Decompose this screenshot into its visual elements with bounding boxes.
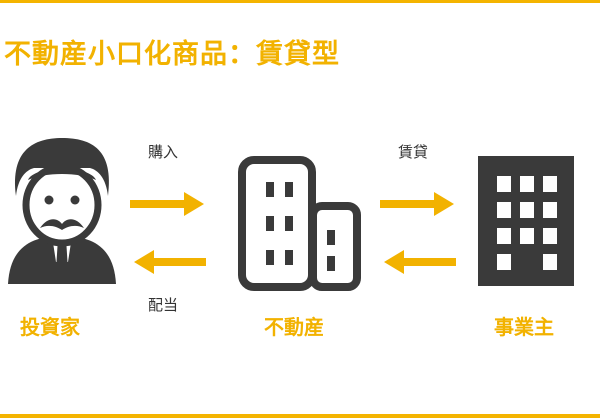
return-arrow bbox=[384, 250, 456, 274]
investor-label: 投資家 bbox=[20, 315, 80, 339]
business-building-icon bbox=[478, 156, 574, 286]
lease-label: 賃貸 bbox=[398, 143, 429, 161]
purchase-label: 購入 bbox=[148, 143, 179, 161]
purchase-arrow bbox=[130, 192, 204, 216]
real-estate-buildings-icon bbox=[238, 156, 361, 291]
bottom-border bbox=[0, 414, 600, 418]
top-border bbox=[0, 0, 600, 3]
diagram-title: 不動産小口化商品：賃貸型 bbox=[4, 39, 340, 70]
property-label: 不動産 bbox=[264, 315, 324, 339]
lease-arrow bbox=[380, 192, 454, 216]
investor-person-icon bbox=[8, 138, 116, 284]
operator-label: 事業主 bbox=[494, 315, 554, 339]
dividend-arrow bbox=[134, 250, 206, 274]
dividend-label: 配当 bbox=[148, 296, 179, 314]
